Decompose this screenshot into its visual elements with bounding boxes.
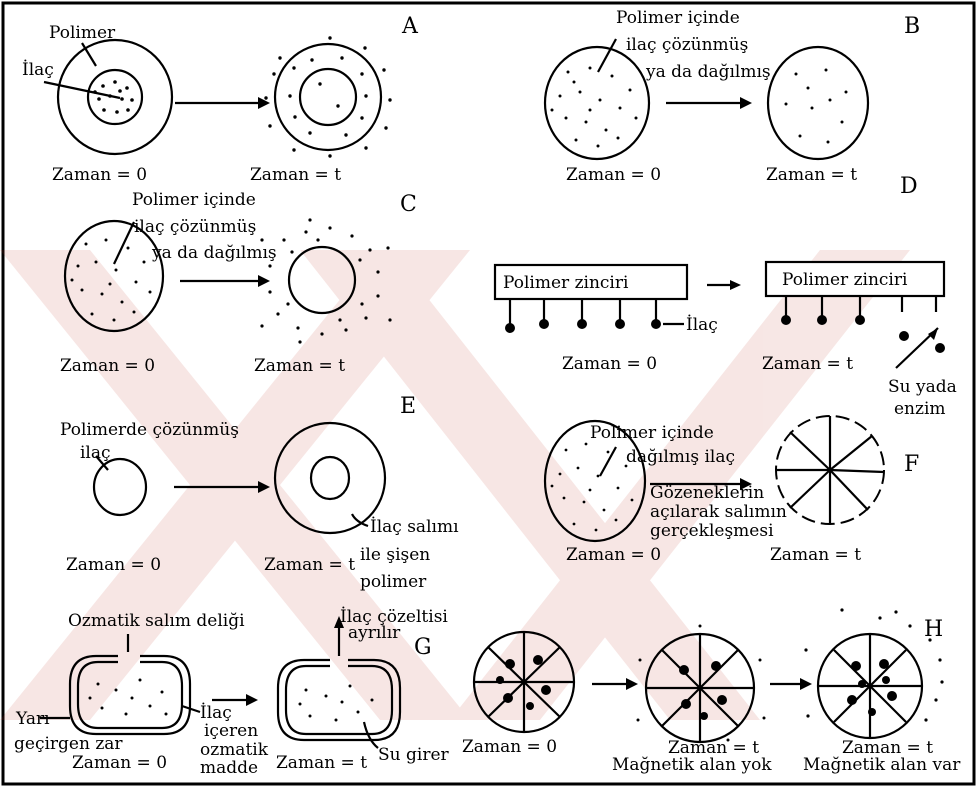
time-t-g: Zaman = t [276,753,367,773]
time-zero-d: Zaman = 0 [562,354,657,374]
g-hole-label: Ozmatik salım deliği [68,611,245,631]
panel-b-letter: B [904,14,920,39]
c-desc-line-1: Polimer içinde [132,190,256,210]
d-agent-line-1: Su yada [888,377,957,397]
e-desc-line-2: ilaç [80,443,111,463]
g-osmotic-line-4: madde [200,758,258,778]
g-release-line-2: ayrılır [348,623,401,643]
panel-a-letter: A [401,14,419,39]
g-osmotic-line-1: İlaç [200,702,232,723]
panel-a: A Polimer İlaç Zaman = 0 Zaman = t [22,14,419,185]
b-desc-pointer [598,39,616,72]
h-field-label: Mağnetik alan var [803,755,961,775]
panel-d-letter: D [900,174,918,199]
panel-c-letter: C [400,192,417,217]
d-pendant-drugs-start [505,299,661,333]
drug-core-end [300,69,356,125]
e-swell-line-1: İlaç salımı [370,516,459,537]
b-desc-line-1: Polimer içinde [616,8,740,28]
h-no-field-label: Mağnetik alan yok [612,755,772,775]
b-matrix-end [768,47,868,159]
time-t-b: Zaman = t [766,165,857,185]
e-swollen-polymer [275,423,385,533]
b-desc-line-2: ilaç çözünmüş [626,35,748,55]
b-desc-line-3: ya da dağılmış [645,62,771,82]
e-matrix-start [94,459,146,515]
e-inner-core [311,457,349,499]
g-water-label: Su girer [378,745,450,765]
d-chain-label-start: Polimer zinciri [503,273,629,293]
e-desc-line-1: Polimerde çözünmüş [60,420,239,440]
f-desc-line-1: Polimer içinde [590,423,714,443]
f-porous-matrix [776,416,884,524]
h-magnetic-sphere-field [804,608,943,738]
time-t-e: Zaman = t [264,555,355,575]
g-membrane-line-2: geçirgen zar [14,734,123,754]
f-pores-line-1: Gözeneklerin [650,483,764,503]
d-chain-label-end: Polimer zinciri [782,270,908,290]
b-drug-dots-end [785,69,848,144]
time-zero-b: Zaman = 0 [566,165,661,185]
b-drug-dots-start [551,67,638,148]
time-zero-a: Zaman = 0 [52,165,147,185]
time-zero-f: Zaman = 0 [566,545,661,565]
e-swell-line-2: ile şişen [360,545,430,565]
h-magnetic-sphere-start [474,632,574,732]
b-matrix-start [545,47,649,159]
e-swell-line-3: polimer [360,572,427,592]
g-membrane-line-1: Yarı [15,709,50,729]
time-zero-e: Zaman = 0 [66,555,161,575]
time-zero-g: Zaman = 0 [72,753,167,773]
panel-h-letter: H [924,617,943,642]
time-t-a: Zaman = t [250,165,341,185]
watermark [0,250,910,720]
c-desc-line-3: ya da dağılmış [151,243,277,263]
panel-g-letter: G [414,635,432,660]
time-zero-c: Zaman = 0 [60,356,155,376]
time-t-f: Zaman = t [770,545,861,565]
released-drug-dots-a [264,36,391,157]
time-zero-h: Zaman = 0 [462,737,557,757]
g-osmotic-line-2: içeren [204,721,258,741]
c-desc-line-2: ilaç çözünmüş [134,217,256,237]
d-drug-label: İlaç [686,314,718,335]
time-t-d: Zaman = t [762,354,853,374]
f-pores-line-2: açılarak salımın [650,502,787,522]
d-agent-line-2: enzim [894,399,946,419]
time-t-c: Zaman = t [254,356,345,376]
panel-b: B Polimer içinde ilaç çözünmüş ya da dağ… [545,8,920,185]
g-osmotic-line-3: ozmatik [200,740,269,760]
drug-label: İlaç [22,59,54,80]
panel-f-letter: F [904,452,919,477]
f-pores-line-3: gerçekleşmesi [650,521,774,541]
c-desc-pointer [114,222,134,264]
panel-e-letter: E [400,394,416,419]
